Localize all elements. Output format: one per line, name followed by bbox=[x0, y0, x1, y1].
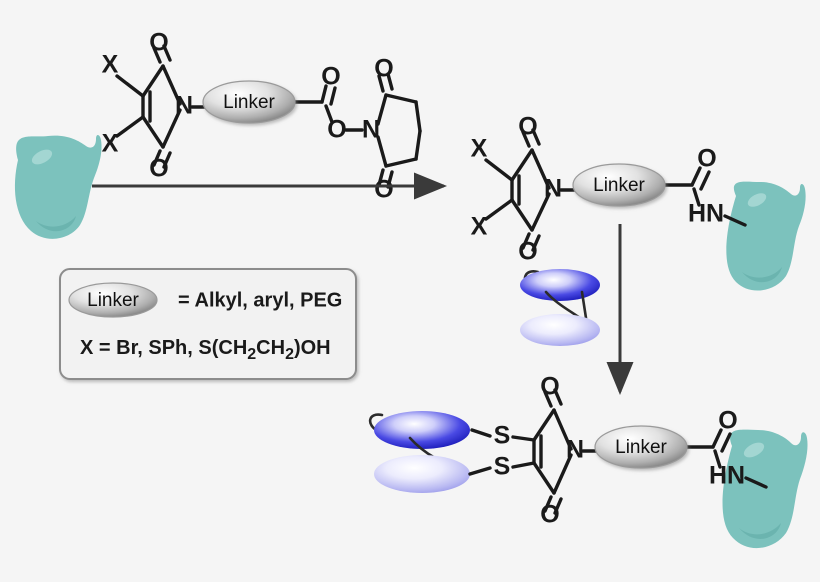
legend-linker-definition: = Alkyl, aryl, PEG bbox=[178, 289, 342, 311]
legend-linker-chip: Linker bbox=[68, 282, 158, 318]
legend-x-suffix: )OH bbox=[294, 337, 331, 359]
product-ring-nitrogen: N bbox=[566, 436, 584, 464]
reagent-carbonyl-top: O bbox=[149, 29, 168, 57]
reagent-linker-ellipse: Linker bbox=[202, 80, 296, 124]
product-structure: S S N O O O HN Linker bbox=[368, 373, 768, 529]
protein-blob-left bbox=[14, 134, 102, 239]
product-sulfur-top: S bbox=[494, 422, 511, 450]
intermediate-amide-carbonyl: O bbox=[697, 145, 716, 173]
intermediate-linker-label: Linker bbox=[593, 175, 645, 196]
intermediate-carbonyl-top: O bbox=[518, 113, 537, 141]
intermediate-x-bottom: X bbox=[471, 213, 488, 241]
reagent-x-bottom: X bbox=[102, 130, 119, 158]
intermediate-linker-ellipse: Linker bbox=[572, 163, 666, 207]
product-amide-nh: HN bbox=[709, 462, 745, 490]
reagent-ring-nitrogen: N bbox=[175, 92, 193, 120]
reagent-nhs-carbonyl-bottom: O bbox=[374, 176, 393, 204]
reagent-ester-carbonyl: O bbox=[321, 63, 340, 91]
intermediate-x-top: X bbox=[471, 135, 488, 163]
product-linker-ellipse: Linker bbox=[594, 425, 688, 469]
legend-panel: Linker = Alkyl, aryl, PEG X = Br, SPh, S… bbox=[59, 268, 357, 380]
legend-linker-chip-label: Linker bbox=[87, 290, 139, 311]
reagent-ester-oxygen: O bbox=[327, 116, 346, 144]
reagent-x-top: X bbox=[102, 51, 119, 79]
reagent-nhs-nitrogen: N bbox=[362, 116, 380, 144]
protein-blob-right bbox=[726, 181, 806, 291]
product-carbonyl-top: O bbox=[540, 373, 559, 401]
protein-blob-bottom bbox=[722, 429, 808, 549]
legend-x-mid: CH bbox=[256, 337, 285, 359]
intermediate-carbonyl-bottom: O bbox=[518, 238, 537, 266]
reagent-linker-label: Linker bbox=[223, 92, 275, 113]
legend-x-definition: X = Br, SPh, S(CH2CH2)OH bbox=[80, 337, 331, 363]
intermediate-structure: X X N O O O HN Linker bbox=[471, 113, 747, 266]
reagent-nhs-carbonyl-top: O bbox=[374, 55, 393, 83]
legend-x-sub1: 2 bbox=[247, 346, 256, 363]
legend-x-sub2: 2 bbox=[285, 346, 294, 363]
reagent-carbonyl-bottom: O bbox=[149, 155, 168, 183]
intermediate-amide-nh: HN bbox=[688, 200, 724, 228]
product-sulfur-bottom: S bbox=[494, 453, 511, 481]
disulfide-peptide-reagent bbox=[520, 269, 600, 346]
product-linker-label: Linker bbox=[615, 437, 667, 458]
legend-x-prefix: X = Br, SPh, S(CH bbox=[80, 337, 247, 359]
intermediate-ring-nitrogen: N bbox=[544, 175, 562, 203]
reagent-structure: X X N O O O O N O O Linker bbox=[102, 29, 422, 204]
product-amide-carbonyl: O bbox=[718, 407, 737, 435]
product-carbonyl-bottom: O bbox=[540, 501, 559, 529]
